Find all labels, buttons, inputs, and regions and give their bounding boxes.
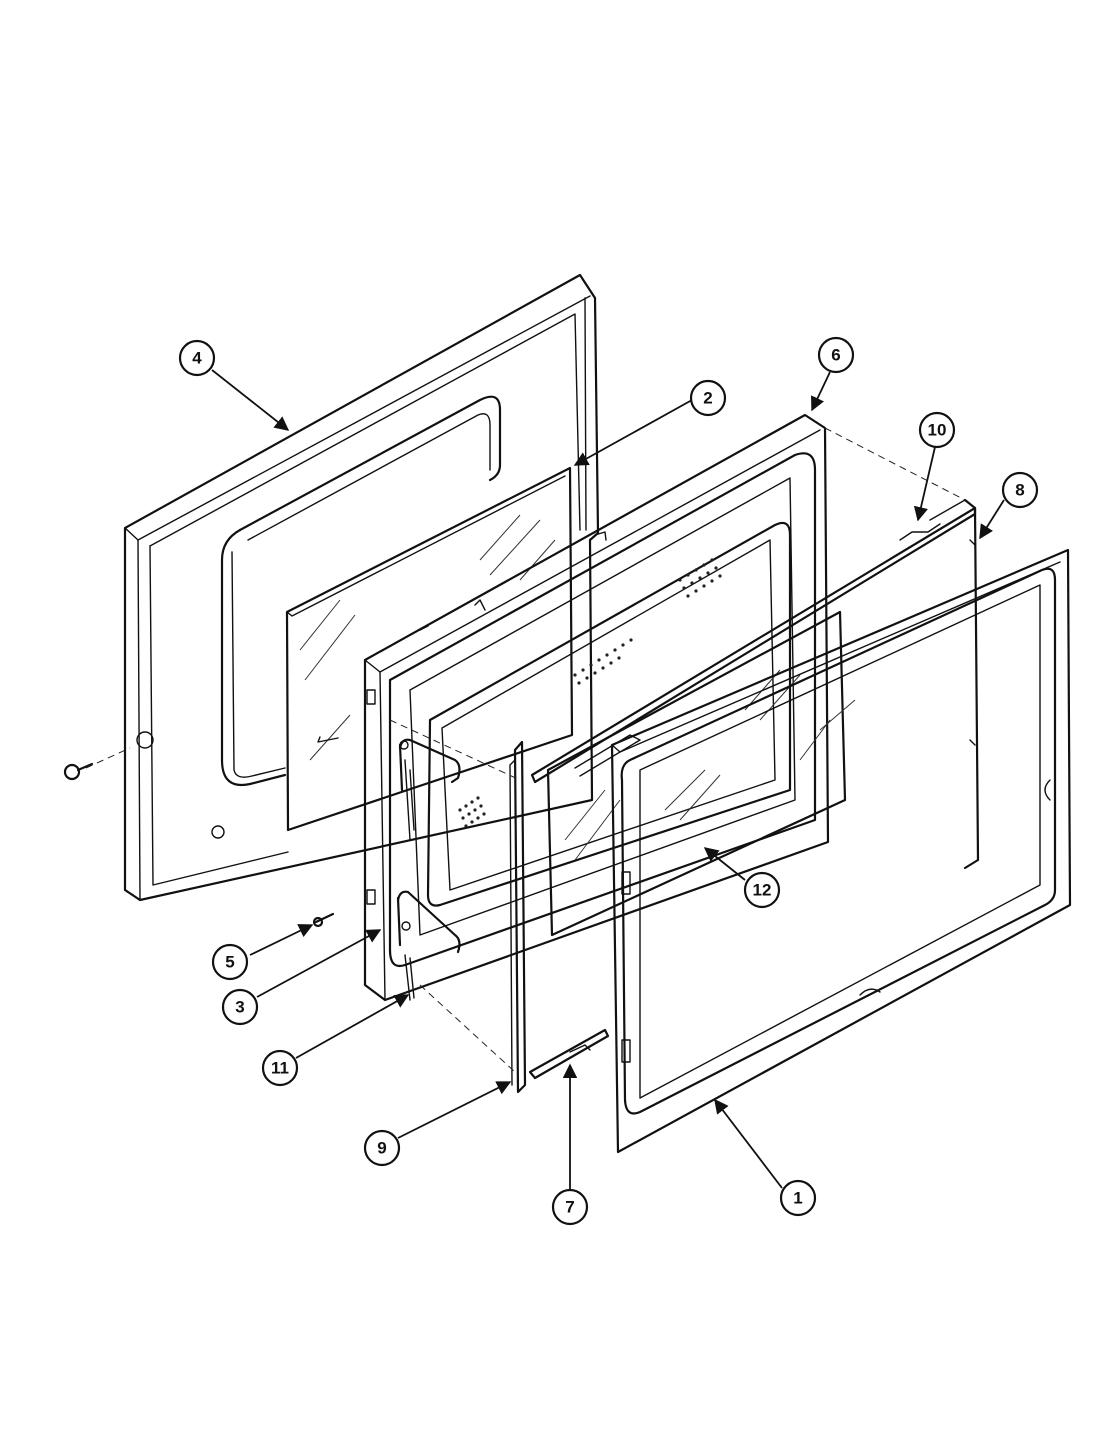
alignment-lines xyxy=(85,427,966,1073)
callout-11: 11 xyxy=(261,1049,299,1087)
callout-4: 4 xyxy=(178,339,216,377)
callout-10: 10 xyxy=(918,411,956,449)
callout-label-4: 4 xyxy=(192,349,202,368)
part-5-screw xyxy=(312,912,335,928)
callout-label-3: 3 xyxy=(235,998,244,1017)
callout-8: 8 xyxy=(1001,471,1039,509)
callout-label-2: 2 xyxy=(703,389,712,408)
part-2-glass-panel xyxy=(285,466,574,832)
part-4-outer-door-panel xyxy=(123,273,600,902)
callout-label-11: 11 xyxy=(271,1059,289,1078)
callout-label-8: 8 xyxy=(1015,481,1024,500)
callout-6: 6 xyxy=(817,336,855,374)
part-7-bottom-channel xyxy=(528,1028,610,1080)
callout-label-10: 10 xyxy=(928,421,947,440)
part-8-door-liner xyxy=(929,498,980,870)
callout-label-12: 12 xyxy=(753,881,772,900)
part-1-front-frame xyxy=(610,548,1072,1154)
callout-7: 7 xyxy=(551,1188,589,1226)
callout-2: 2 xyxy=(689,379,727,417)
callout-label-7: 7 xyxy=(565,1198,574,1217)
part-screw-left xyxy=(63,762,94,781)
callout-1: 1 xyxy=(779,1179,817,1217)
callout-12: 12 xyxy=(743,871,781,909)
part-6-inner-door-frame xyxy=(363,413,830,1002)
callout-9: 9 xyxy=(363,1129,401,1167)
part-9-side-channel xyxy=(509,740,527,1094)
callout-label-9: 9 xyxy=(377,1139,386,1158)
callout-3: 3 xyxy=(221,988,259,1026)
callout-label-1: 1 xyxy=(793,1189,802,1208)
callout-label-5: 5 xyxy=(225,953,234,972)
callout-label-6: 6 xyxy=(831,346,840,365)
callout-5: 5 xyxy=(211,943,249,981)
leader-lines xyxy=(211,369,1005,1190)
